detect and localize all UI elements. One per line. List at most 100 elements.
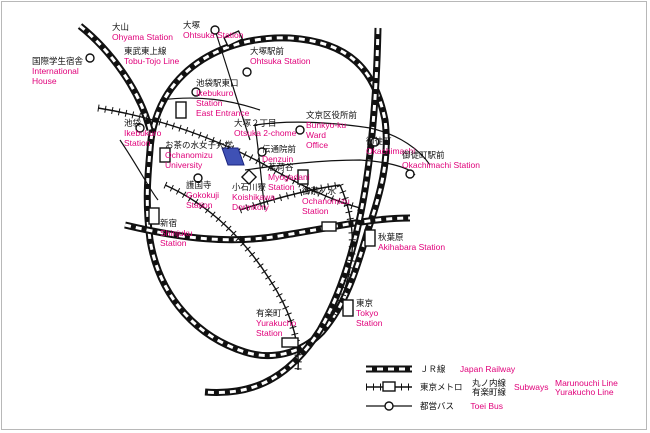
place-label-koishikawa-dormitory: 小石川寮 Koishikawa Dormitory xyxy=(232,182,275,212)
line-label-tobu-tojo: 東武東上線 Tobu-Tojo Line xyxy=(124,46,179,66)
bunkyo-en3: Office xyxy=(306,140,329,150)
tokyo-ja: 東京 xyxy=(356,298,374,308)
legend-metro-line2-ja: 有楽町線 xyxy=(472,387,507,397)
legend-bus-en: Toei Bus xyxy=(470,401,503,411)
koishikawa-en1: Koishikawa xyxy=(232,192,275,202)
ochanomizu-univ-en1: Ochanomizu xyxy=(165,150,213,160)
myogadani-en1: Myogadani xyxy=(268,172,310,182)
ochanomizu-univ-ja: お茶の水女子大学 xyxy=(165,140,234,150)
gokokuji-en1: Gokokuji xyxy=(186,190,220,200)
legend-jr: ＪＲ線 Japan Railway xyxy=(420,364,515,374)
house-en1: International xyxy=(32,66,79,76)
legend-metro-line1-en: Marunouchi Line xyxy=(555,378,618,388)
ohtsuka-en: Ohtsuka Station xyxy=(183,30,244,40)
ikebukuro-east-en2: Station xyxy=(196,98,223,108)
otsuka2-ja: 大塚２丁目 xyxy=(234,118,277,128)
station-label-ikebukuro: 池袋 Ikebukuro Station xyxy=(124,118,161,148)
myogadani-en2: Station xyxy=(268,182,295,192)
stop-label-ohtsuka-ekimae: 大塚駅前 Ohtsuka Station xyxy=(250,46,310,66)
ikebukuro-en1: Ikebukuro xyxy=(124,128,162,138)
station-label-gokokuji: 護国寺 Gokokuji Station xyxy=(186,180,219,210)
yurakucho-ja: 有楽町 xyxy=(256,308,282,318)
station-label-ohyama: 大山 Ohyama Station xyxy=(112,22,173,42)
legend-jr-en: Japan Railway xyxy=(459,364,516,374)
myogadani-ja: 茗荷谷 xyxy=(268,162,294,172)
shinjuku-en1: Shinjuku xyxy=(160,228,193,238)
ochanomizu-en1: Ochanomizu xyxy=(302,196,350,206)
legend-jr-ja: ＪＲ線 xyxy=(420,364,446,374)
legend-metro-line1-ja: 丸ノ内線 xyxy=(472,378,507,388)
tobu-tojo-en: Tobu-Tojo Line xyxy=(124,56,180,66)
ochanomizu-en2: Station xyxy=(302,206,329,216)
koishikawa-en2: Dormitory xyxy=(232,202,269,212)
jr-station-markers xyxy=(148,30,376,348)
dormitory-marker xyxy=(240,168,258,186)
gokokuji-en2: Station xyxy=(186,200,213,210)
legend-bus: 都営バス Toei Bus xyxy=(420,401,503,411)
okachimachi-en: Okachimachi xyxy=(366,146,416,156)
ohtsuka-ekimae-ja: 大塚駅前 xyxy=(250,46,285,56)
ikebukuro-ja: 池袋 xyxy=(124,118,142,128)
place-label-ochanomizu-university: お茶の水女子大学 Ochanomizu University xyxy=(165,140,233,170)
station-label-shinjuku: 新宿 Shinjuku Station xyxy=(160,218,193,248)
bunkyo-en2: Ward xyxy=(306,130,326,140)
tokyo-en2: Station xyxy=(356,318,383,328)
station-label-yurakucho: 有楽町 Yurakucho Station xyxy=(256,308,296,338)
jr-chuo-line xyxy=(124,214,411,244)
ohyama-en: Ohyama Station xyxy=(112,32,173,42)
ikebukuro-en2: Station xyxy=(124,138,151,148)
stop-label-ikebukuro-east: 池袋駅東口 Ikebukuro Station East Entrance xyxy=(196,78,249,118)
station-label-akihabara: 秋葉原 Akihabara Station xyxy=(378,232,445,252)
stop-label-denzuin: 伝通院前 Denzuin xyxy=(262,144,296,164)
gokokuji-ja: 護国寺 xyxy=(186,180,212,190)
yurakucho-en1: Yurakucho xyxy=(256,318,297,328)
university-marker xyxy=(221,147,245,166)
otsuka2-en: Otsuka 2-chome xyxy=(234,128,297,138)
legend-metro-en: Subways xyxy=(514,382,549,392)
ikebukuro-east-en3: East Entrance xyxy=(196,108,250,118)
bunkyo-en1: Bunkyo-ku xyxy=(306,120,347,130)
okachimachi-ja: 御徒町 xyxy=(366,136,392,146)
stop-label-bunkyo-ward: 文京区役所前 Bunkyo-ku Ward Office xyxy=(306,110,357,150)
tobu-tojo-ja: 東武東上線 xyxy=(124,46,167,56)
ikebukuro-east-ja: 池袋駅東口 xyxy=(196,78,239,88)
ochanomizu-univ-en2: University xyxy=(165,160,203,170)
shinjuku-ja: 新宿 xyxy=(160,218,178,228)
place-label-international-house: 国際学生宿舎 International House xyxy=(32,56,83,86)
jr-yamanote-line xyxy=(143,34,390,360)
okachimachi-eki-ja: 御徒町駅前 xyxy=(402,150,445,160)
station-label-ohtsuka: 大塚 Ohtsuka Station xyxy=(183,20,243,40)
ohtsuka-ja: 大塚 xyxy=(183,20,201,30)
house-en2: House xyxy=(32,76,57,86)
akihabara-en: Akihabara Station xyxy=(378,242,446,252)
jr-west-line xyxy=(77,23,154,131)
ikebukuro-east-en1: Ikebukuro xyxy=(196,88,234,98)
jr-long-line xyxy=(204,27,382,396)
station-label-okachimachi: 御徒町 Okachimachi xyxy=(366,136,415,156)
bus-stop-markers xyxy=(85,25,415,183)
station-label-tokyo: 東京 Tokyo Station xyxy=(356,298,382,328)
legend-metro-line2-en: Yurakucho Line xyxy=(555,387,614,397)
station-label-ochanomizu: 御茶ノ水 Ochanomizu Station xyxy=(302,186,350,216)
subway-lines xyxy=(97,104,361,371)
house-ja: 国際学生宿舎 xyxy=(32,56,84,66)
legend-symbols xyxy=(366,365,412,411)
tokyo-en1: Tokyo xyxy=(356,308,379,318)
stop-label-okachimachi-station: 御徒町駅前 Okachimachi Station xyxy=(402,150,480,170)
stop-label-otsuka-2chome: 大塚２丁目 Otsuka 2-chome xyxy=(234,118,296,138)
legend-metro-symbol xyxy=(366,381,412,392)
ohyama-ja: 大山 xyxy=(112,22,130,32)
ochanomizu-ja: 御茶ノ水 xyxy=(302,186,337,196)
denzuin-ja: 伝通院前 xyxy=(262,144,297,154)
koishikawa-ja: 小石川寮 xyxy=(232,182,267,192)
legend-metro-ja: 東京メトロ xyxy=(420,382,463,392)
bus-routes xyxy=(119,29,431,211)
okachimachi-eki-en: Okachimachi Station xyxy=(402,160,480,170)
bunkyo-ja: 文京区役所前 xyxy=(306,110,358,120)
station-label-myogadani: 茗荷谷 Myogadani Station xyxy=(268,162,310,192)
akihabara-ja: 秋葉原 xyxy=(378,232,404,242)
legend-bus-ja: 都営バス xyxy=(420,401,455,411)
